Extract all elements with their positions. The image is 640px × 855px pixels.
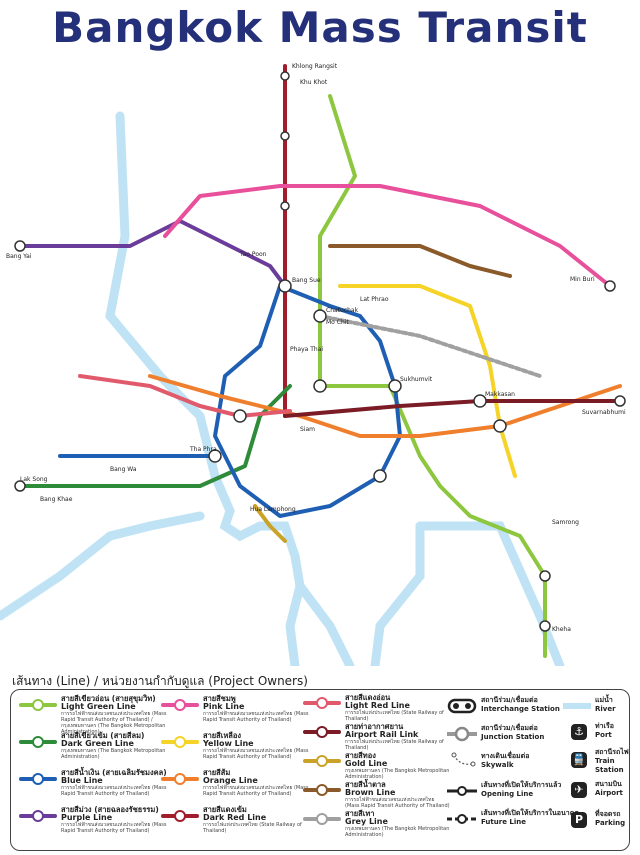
swatch-orange [161,773,199,785]
blue-line [213,284,402,518]
junction-station-icon [447,726,477,742]
map-label: Suvarnabhumi [582,409,626,416]
swatch-blue [19,773,57,785]
river-chao-phraya [0,111,565,666]
metro-lines [18,64,622,658]
map-label: Samrong [552,519,579,526]
map-label: Bang Khae [40,496,73,503]
train-icon: 🚆 [571,752,587,768]
transit-map: Khlong Rangsit Bang Yai Tao Poon Bang Su… [0,63,626,666]
map-label: Bang Wa [110,466,137,473]
map-label: Tao Poon [239,251,267,258]
legend: สายสีเขียวอ่อน (สายสุขุมวิท)Light Green … [10,689,630,851]
swatch-light-red [303,697,341,709]
map-label: Phaya Thai [290,346,323,353]
airplane-icon: ✈ [571,782,587,798]
map-label: Bang Yai [6,253,32,260]
skywalk-icon [451,752,476,767]
swatch-gold [303,755,341,767]
grey-line [318,314,542,378]
map-label: Sukhumvit [400,376,433,383]
map-label: Chatuchak [326,307,359,314]
map-label: Kheha [552,626,571,633]
anchor-icon: ⚓ [571,724,587,740]
map-label: Lak Song [20,476,48,483]
parking-icon: P [571,812,587,828]
swatch-grey [303,813,341,825]
legend-heading: เส้นทาง (Line) / หน่วยงานกำกับดูแล (Proj… [12,674,308,688]
orange-line [148,374,622,438]
interchange-station-icon [447,698,477,714]
light-green-line [318,94,547,658]
map-label: Min Buri [570,276,595,283]
map-label: Mo Chit [326,319,349,326]
purple-line [18,219,287,288]
page-title: Bangkok Mass Transit [52,3,588,52]
swatch-light-green [19,699,57,711]
light-red-line [78,374,292,418]
map-label: Makkasan [485,391,515,398]
river-swatch [563,703,591,709]
dark-green-line [18,384,292,488]
swatch-airport-rail-link [303,726,341,738]
gold-line [253,504,287,543]
swatch-pink [161,699,199,711]
map-label: Lat Phrao [360,296,389,303]
opening-line-icon [447,786,477,796]
pink-line [163,184,612,288]
map-label: Khu Khot [300,79,328,86]
map-label: Siam [300,426,315,433]
map-label: Tha Phra [189,446,217,453]
map-label: Hua Lamphong [250,506,296,513]
swatch-purple [19,810,57,822]
future-line-icon [447,814,477,824]
swatch-brown [303,784,341,796]
legend-item-light-green: สายสีเขียวอ่อน (สายสุขุมวิท)Light Green … [61,694,167,736]
yellow-line [338,284,517,478]
swatch-dark-red [161,810,199,822]
map-label: Khlong Rangsit [292,63,338,70]
swatch-yellow [161,736,199,748]
stations [14,71,626,632]
swatch-dark-green [19,736,57,748]
map-label: Bang Sue [292,277,321,284]
brown-line [328,244,512,278]
